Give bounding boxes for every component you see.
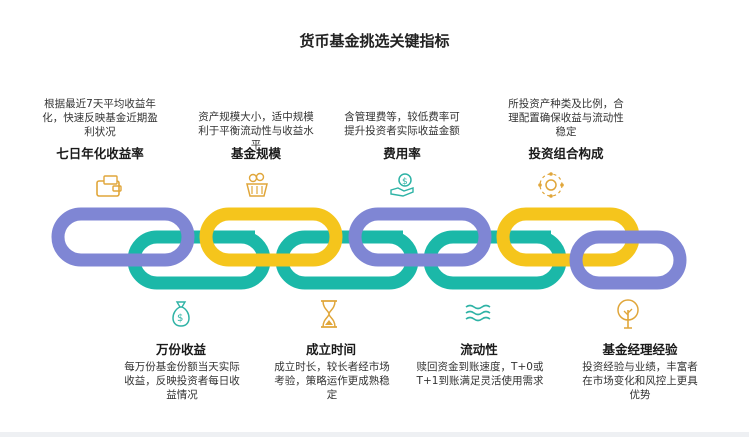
desc-liquidity: 赎回资金到账速度，T+0或 T+1到账满足灵活使用需求 [416,361,544,387]
chain-link-purple-3 [569,230,687,290]
bottom-divider [0,432,749,437]
label-portfolio: 投资组合构成 [528,146,604,161]
desc-fund-size: 资产规模大小，适中规模 利于平衡流动性与收益水 平 [198,111,314,151]
coin-basket-icon [246,172,268,197]
network-gear-icon [538,172,564,198]
hand-money-icon: $ [390,173,414,197]
label-establish-time: 成立时间 [305,342,356,357]
desc-expense-ratio: 含管理费等，较低费率可 提升投资者实际收益金额 [344,111,460,137]
chain-link-purple-2 [348,207,492,267]
waves-icon [465,304,491,322]
hourglass-icon [321,300,337,328]
label-manager-experience: 基金经理经验 [602,342,678,357]
label-liquidity: 流动性 [460,342,498,357]
label-fund-size: 基金规模 [230,146,281,161]
label-seven-day-yield: 七日年化收益率 [56,146,144,161]
desc-manager-experience: 投资经验与业绩，丰富者 在市场变化和风控上更具 优势 [582,361,698,401]
chain-link-purple-1 [51,207,195,267]
wallet-money-icon [96,175,122,197]
label-per-ten-thousand: 万份收益 [155,342,206,357]
page-title: 货币基金挑选关键指标 [299,32,450,50]
desc-seven-day-yield: 根据最近7天平均收益年 化，快速反映基金近期盈 利状况 [42,98,158,138]
desc-per-ten-thousand: 每万份基金份额当天实际 收益，反映投资者每日收 益情况 [124,361,240,401]
desc-portfolio: 所投资产种类及比例，合 理配置确保收益与流动性 稳定 [508,98,624,138]
chain-link-yellow-1 [199,207,343,267]
label-expense-ratio: 费用率 [383,146,421,161]
svg-text:$: $ [177,313,183,324]
desc-establish-time: 成立时长，较长者经市场 考验，策略运作更成熟稳 定 [274,361,390,401]
svg-text:$: $ [402,177,408,187]
money-bag-icon: $ [172,301,190,327]
money-tree-icon [617,299,639,329]
